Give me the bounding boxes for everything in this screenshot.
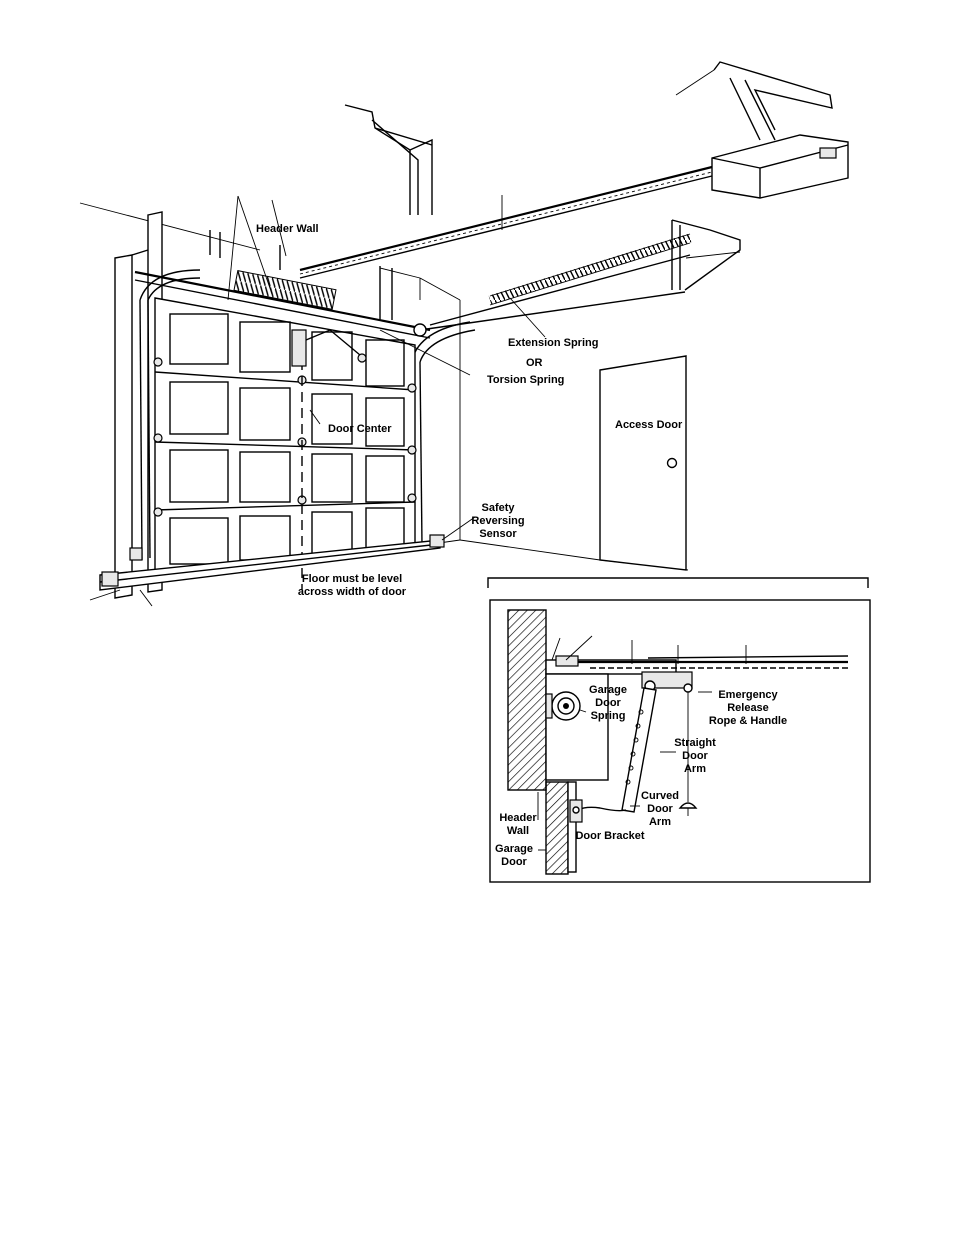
inset-detail: Garage Door Spring Emergency Release Rop… [488, 578, 870, 882]
label-access-door: Access Door [615, 419, 683, 431]
inset-label-curved-3: Arm [649, 816, 671, 828]
inset-label-spring-3: Spring [591, 710, 626, 722]
ceiling-hanger-bracket [345, 105, 432, 215]
inset-label-door-bracket: Door Bracket [575, 830, 644, 842]
inset-label-straight-3: Arm [684, 763, 706, 775]
inset-garage-door [546, 782, 568, 874]
label-safety-line-1: Safety [481, 502, 515, 514]
inset-label-release-2: Release [727, 702, 769, 714]
label-door-center: Door Center [328, 423, 392, 435]
label-floor-note-line-1: Floor must be level [302, 573, 402, 585]
inset-label-garage-door-2: Door [501, 856, 527, 868]
inset-label-header-wall-1: Header [499, 812, 537, 824]
inset-label-garage-door-1: Garage [495, 843, 533, 855]
door-knob-icon [668, 459, 677, 468]
inset-label-straight-2: Door [682, 750, 708, 762]
emergency-release-handle-icon [680, 803, 696, 808]
opener-motor-unit [712, 135, 848, 198]
label-floor-note-line-2: across width of door [298, 586, 407, 598]
main-illustration: Header Wall Extension Spring OR Torsion … [80, 62, 848, 606]
inset-label-straight-1: Straight [674, 737, 716, 749]
label-safety-line-2: Reversing [471, 515, 524, 527]
access-door [600, 356, 686, 570]
label-torsion-spring: Torsion Spring [487, 374, 564, 386]
inset-header-wall [508, 610, 546, 790]
label-safety-line-3: Sensor [479, 528, 517, 540]
inset-label-spring-1: Garage [589, 684, 627, 696]
label-header-wall: Header Wall [256, 223, 319, 235]
inset-label-header-wall-2: Wall [507, 825, 529, 837]
inset-label-curved-2: Door [647, 803, 673, 815]
label-or: OR [526, 357, 543, 369]
inset-label-release-3: Rope & Handle [709, 715, 787, 727]
motor-hanger [676, 62, 832, 140]
inset-curved-arm [578, 807, 626, 810]
inset-label-spring-2: Door [595, 697, 621, 709]
extension-spring [490, 234, 690, 305]
opener-rail [300, 165, 720, 278]
inset-label-release-1: Emergency [718, 689, 778, 701]
inset-label-curved-1: Curved [641, 790, 679, 802]
label-extension-spring: Extension Spring [508, 337, 598, 349]
